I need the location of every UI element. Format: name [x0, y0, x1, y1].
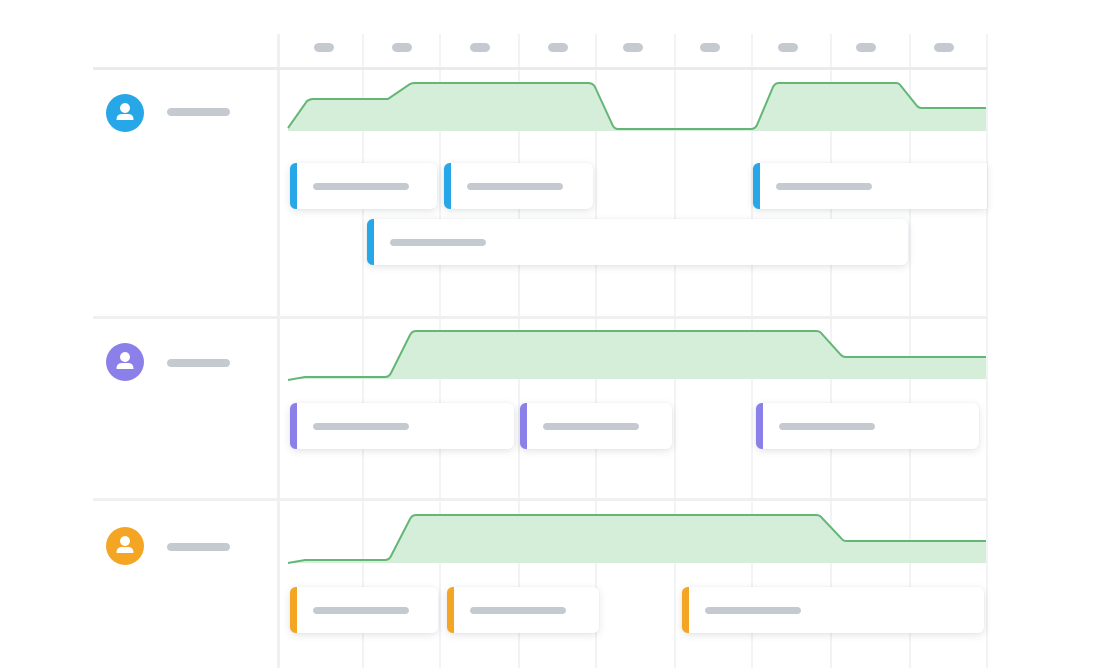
task-card[interactable]: [444, 163, 593, 209]
person-name: [167, 543, 230, 551]
person-name: [167, 359, 230, 367]
task-color-bar: [367, 219, 374, 265]
workload-graph-row-3: [287, 514, 986, 564]
task-color-bar: [682, 587, 689, 633]
task-label: [705, 607, 801, 614]
task-label: [467, 183, 563, 190]
task-label: [776, 183, 872, 190]
column-gridline: [909, 34, 911, 668]
task-color-bar: [756, 403, 763, 449]
user-icon: [116, 352, 134, 369]
task-card[interactable]: [520, 403, 672, 449]
task-color-bar: [444, 163, 451, 209]
header-divider: [93, 67, 987, 70]
avatar[interactable]: [106, 94, 144, 132]
avatar[interactable]: [106, 343, 144, 381]
task-card[interactable]: [367, 219, 908, 265]
task-label: [543, 423, 639, 430]
task-card[interactable]: [682, 587, 984, 633]
task-card[interactable]: [447, 587, 599, 633]
column-header[interactable]: [392, 43, 412, 52]
task-label: [313, 183, 409, 190]
column-header[interactable]: [856, 43, 876, 52]
task-card[interactable]: [753, 163, 987, 209]
column-header[interactable]: [623, 43, 643, 52]
task-color-bar: [290, 403, 297, 449]
task-color-bar: [520, 403, 527, 449]
task-color-bar: [447, 587, 454, 633]
task-label: [470, 607, 566, 614]
task-label: [390, 239, 486, 246]
column-header[interactable]: [778, 43, 798, 52]
user-icon: [116, 103, 134, 120]
task-label: [313, 607, 409, 614]
column-gridline: [362, 34, 364, 668]
row-divider: [93, 316, 987, 319]
column-header[interactable]: [470, 43, 490, 52]
column-gridline: [986, 34, 988, 668]
task-color-bar: [753, 163, 760, 209]
user-icon: [116, 536, 134, 553]
task-label: [313, 423, 409, 430]
column-header[interactable]: [700, 43, 720, 52]
task-card[interactable]: [290, 403, 514, 449]
avatar[interactable]: [106, 527, 144, 565]
column-header[interactable]: [314, 43, 334, 52]
column-header[interactable]: [934, 43, 954, 52]
row-divider: [93, 498, 987, 501]
workload-graph-row-2: [287, 330, 986, 381]
people-column-divider: [277, 34, 280, 668]
task-color-bar: [290, 163, 297, 209]
person-name: [167, 108, 230, 116]
task-card[interactable]: [290, 163, 437, 209]
workload-graph-row-1: [287, 82, 986, 131]
task-card[interactable]: [756, 403, 979, 449]
task-card[interactable]: [290, 587, 438, 633]
task-color-bar: [290, 587, 297, 633]
task-label: [779, 423, 875, 430]
column-header[interactable]: [548, 43, 568, 52]
